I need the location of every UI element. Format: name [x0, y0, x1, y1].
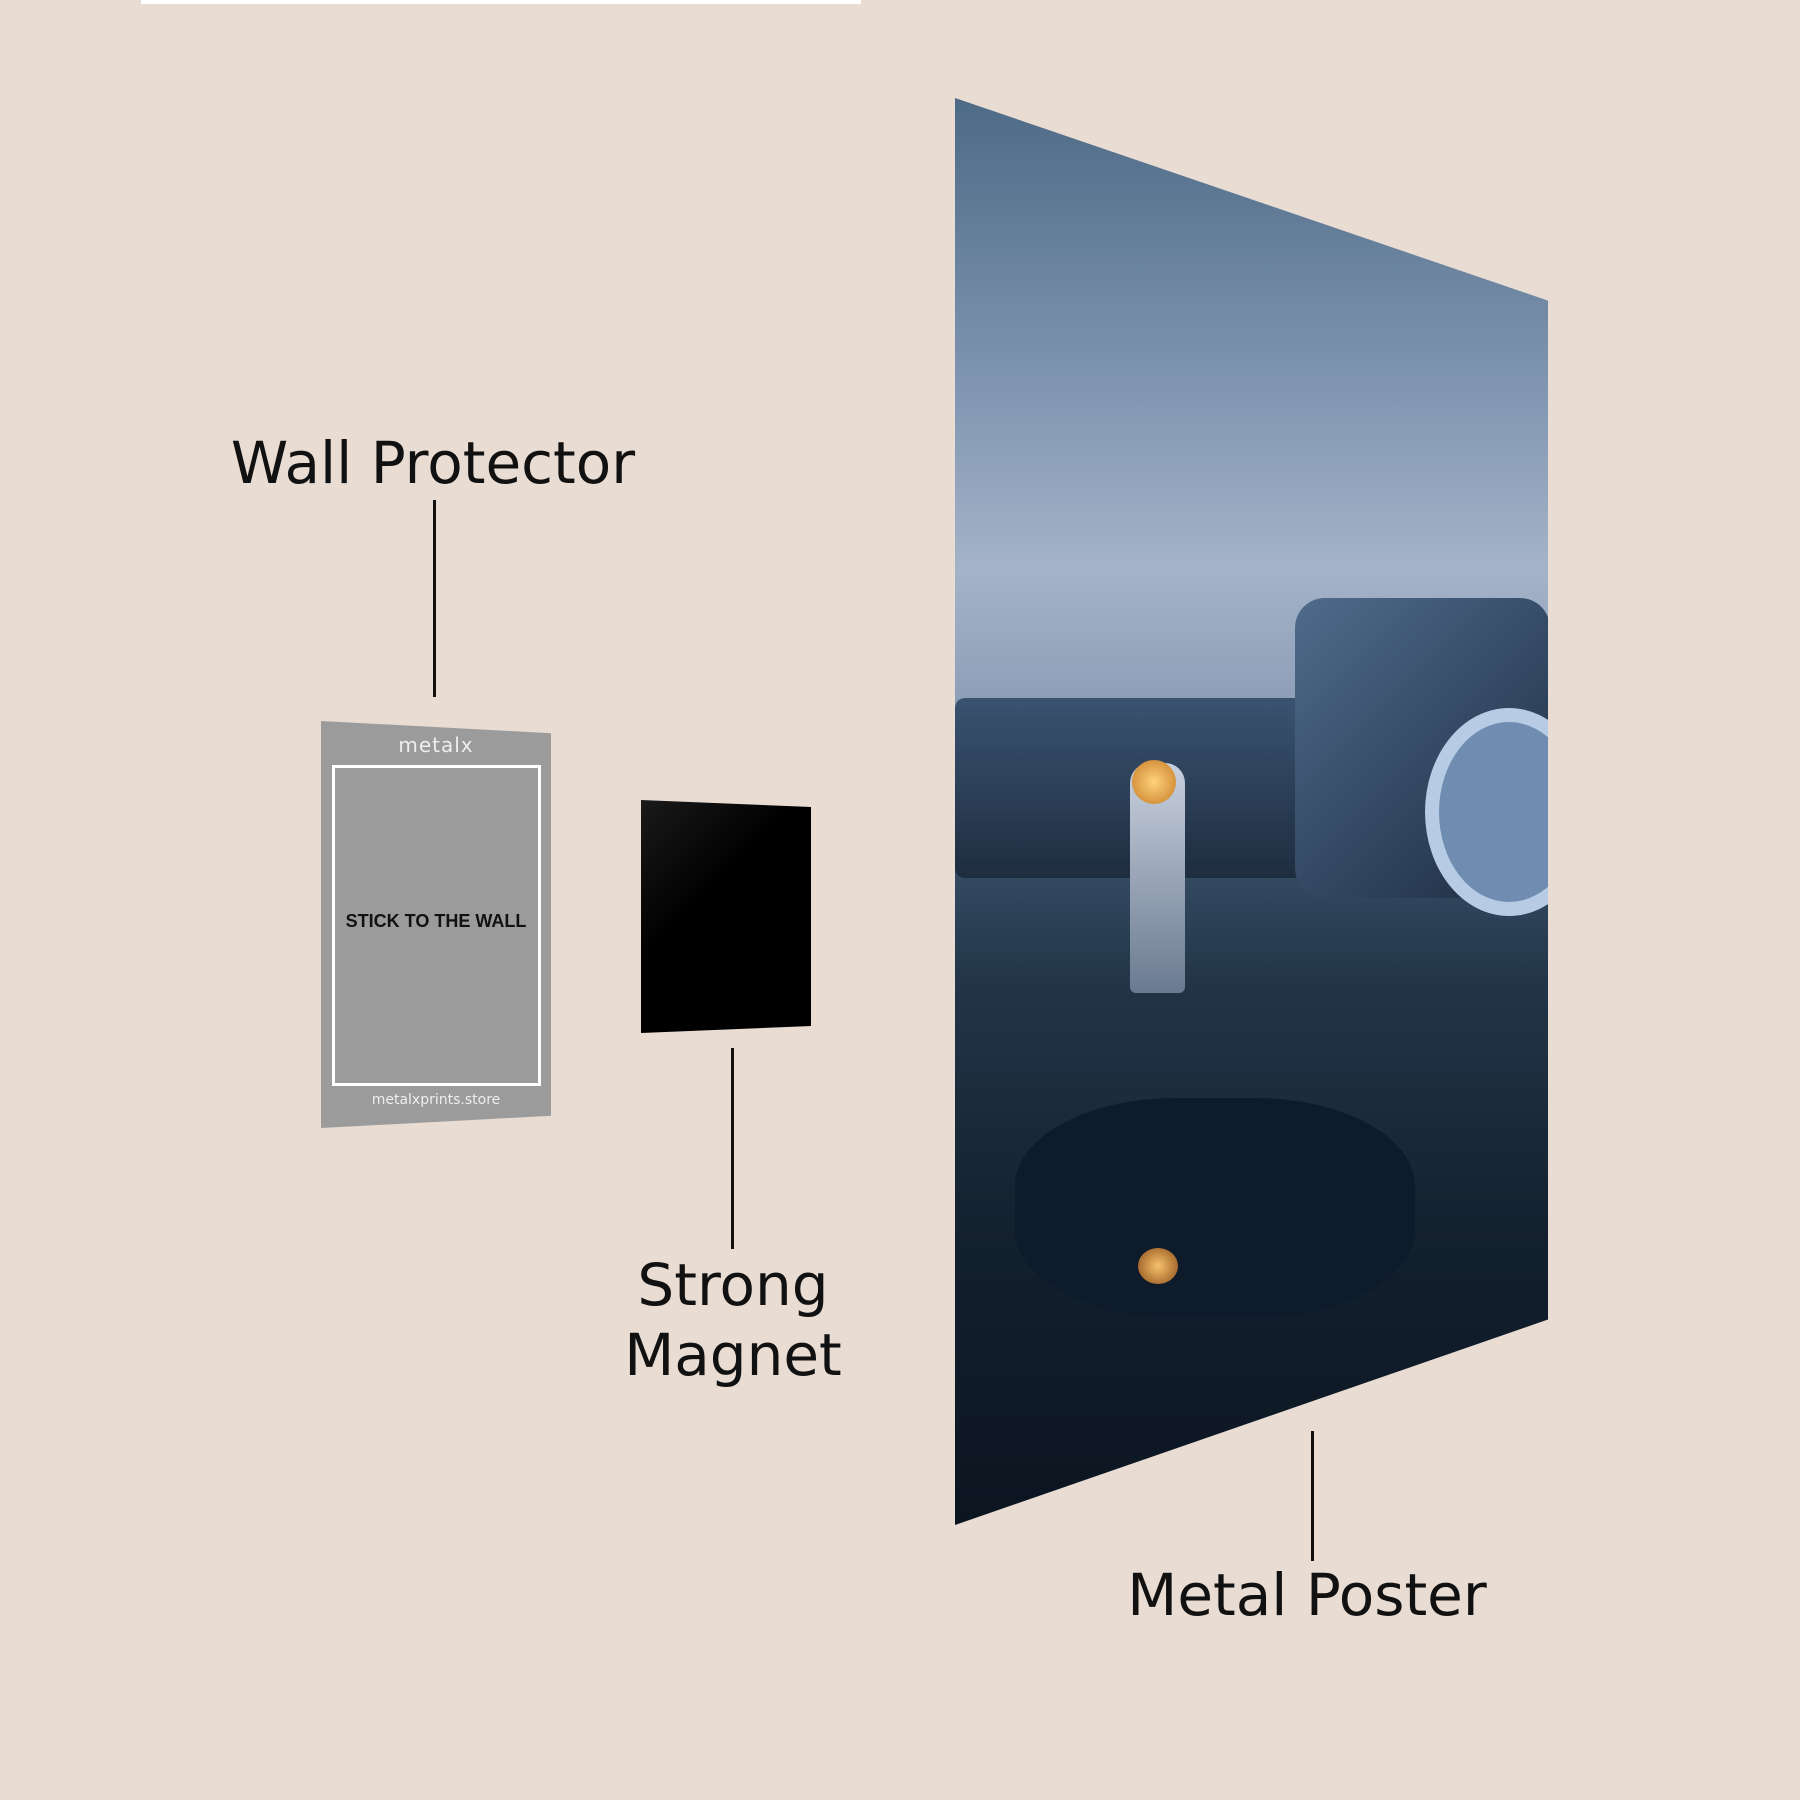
- magnet-pointer-line: [731, 1048, 734, 1249]
- wall-protector-pointer-line: [433, 500, 436, 697]
- strong-magnet-label-line1: Strong: [637, 1251, 829, 1319]
- wall-protector-label: Wall Protector: [230, 429, 636, 497]
- protector-url: metalxprints.store: [371, 1092, 501, 1108]
- stick-instruction: STICK TO THE WALL: [345, 911, 527, 931]
- top-white-strip: [141, 0, 861, 4]
- poster-porthole: [1425, 708, 1548, 916]
- strong-magnet-label-line2: Magnet: [624, 1321, 842, 1389]
- poster-reflection: [1138, 1248, 1178, 1284]
- strong-magnet: [641, 800, 811, 1033]
- poster-pointer-line: [1311, 1431, 1314, 1561]
- metal-poster-label: Metal Poster: [1127, 1561, 1487, 1629]
- metal-poster: [955, 98, 1548, 1525]
- metalx-logo: metalx: [398, 733, 474, 757]
- poster-helmet: [1132, 760, 1176, 804]
- wall-protector: metalx STICK TO THE WALL metalxprints.st…: [321, 721, 551, 1128]
- protector-frame: [332, 765, 541, 1086]
- poster-puddle: [1015, 1098, 1415, 1318]
